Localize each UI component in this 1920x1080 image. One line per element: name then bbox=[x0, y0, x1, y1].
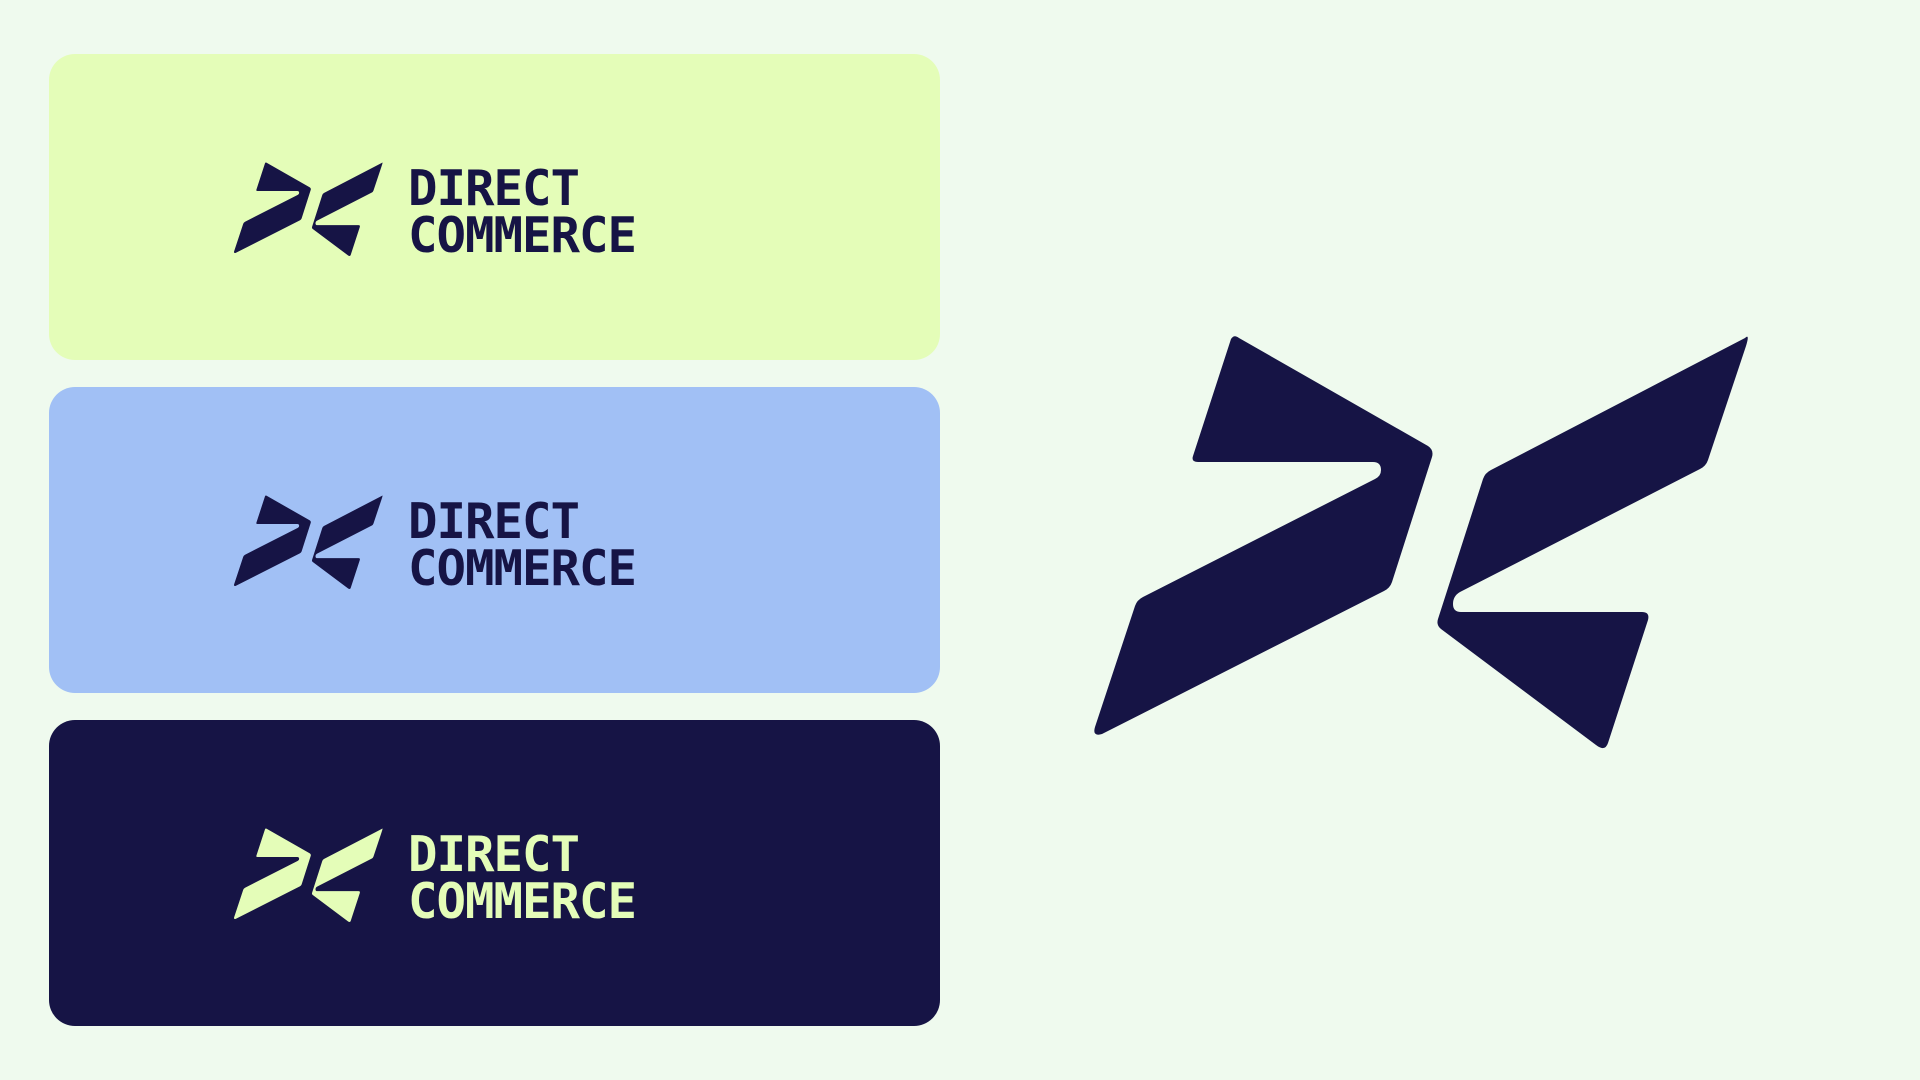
logo-card-periwinkle: DIRECT COMMERCE bbox=[49, 387, 940, 693]
wordmark: DIRECT COMMERCE bbox=[408, 160, 637, 264]
direct-commerce-logo-mark-icon bbox=[233, 154, 383, 264]
wordmark-line-1: DIRECT bbox=[408, 493, 580, 550]
logo-card-lime: DIRECT COMMERCE bbox=[49, 54, 940, 360]
direct-commerce-logo-mark-icon bbox=[1090, 324, 1750, 758]
logo-lockup: DIRECT COMMERCE bbox=[233, 154, 733, 264]
wordmark: DIRECT COMMERCE bbox=[408, 826, 637, 930]
wordmark: DIRECT COMMERCE bbox=[408, 493, 637, 597]
wordmark-line-1: DIRECT bbox=[408, 826, 580, 883]
logo-lockup: DIRECT COMMERCE bbox=[233, 487, 733, 597]
wordmark-line-2: COMMERCE bbox=[408, 540, 637, 597]
direct-commerce-logo-mark-icon bbox=[233, 820, 383, 930]
wordmark-line-2: COMMERCE bbox=[408, 207, 637, 264]
logo-lockup: DIRECT COMMERCE bbox=[233, 820, 733, 930]
wordmark-line-2: COMMERCE bbox=[408, 873, 637, 930]
direct-commerce-logo-mark-icon bbox=[233, 487, 383, 597]
logo-card-navy: DIRECT COMMERCE bbox=[49, 720, 940, 1026]
wordmark-line-1: DIRECT bbox=[408, 160, 580, 217]
